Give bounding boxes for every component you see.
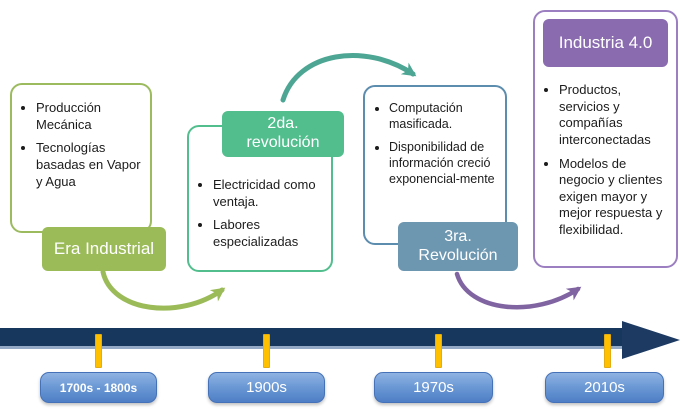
year-box-1900s: 1900s xyxy=(208,372,325,403)
stage-4-label: Industria 4.0 xyxy=(543,19,668,67)
stage-2-label: 2da. revolución xyxy=(222,111,344,157)
stage-1-bullet-box: Producción Mecánica Tecnologías basadas … xyxy=(10,83,152,233)
timeline-arrowhead-icon xyxy=(622,321,680,359)
bullet-item: Labores especializadas xyxy=(213,217,325,250)
bullet-item: Productos, servicios y compañías interco… xyxy=(559,82,670,149)
stage-2-bullet-list: Electricidad como ventaja. Labores espec… xyxy=(189,127,331,251)
bullet-item: Producción Mecánica xyxy=(36,100,144,133)
stage-3-label: 3ra. Revolución xyxy=(398,222,518,271)
timeline-tick-1 xyxy=(95,334,102,368)
stage-4-bullet-list: Productos, servicios y compañías interco… xyxy=(535,12,676,239)
bullet-item: Electricidad como ventaja. xyxy=(213,177,325,210)
curved-arrow-icon-stage1-to-stage2 xyxy=(100,269,226,311)
curved-arrow-icon-stage2-to-stage3 xyxy=(280,53,417,103)
stage-1-bullet-list: Producción Mecánica Tecnologías basadas … xyxy=(12,85,150,190)
stage-3-bullet-list: Computación masificada. Disponibilidad d… xyxy=(365,87,505,187)
stage-3-bullet-box: Computación masificada. Disponibilidad d… xyxy=(363,85,507,245)
year-box-2010s: 2010s xyxy=(545,372,664,403)
timeline-tick-2 xyxy=(263,334,270,368)
stage-2-bullet-box: Electricidad como ventaja. Labores espec… xyxy=(187,125,333,272)
year-box-1970s: 1970s xyxy=(374,372,493,403)
timeline-tick-3 xyxy=(435,334,442,368)
bullet-item: Tecnologías basadas en Vapor y Agua xyxy=(36,140,144,190)
bullet-item: Computación masificada. xyxy=(389,100,499,132)
timeline-tick-4 xyxy=(604,334,611,368)
bullet-item: Disponibilidad de información creció exp… xyxy=(389,139,499,187)
year-box-1700s-1800s: 1700s - 1800s xyxy=(40,372,157,403)
timeline-bar xyxy=(0,328,622,349)
stage-1-label: Era Industrial xyxy=(42,227,166,271)
curved-arrow-icon-stage3-to-stage4 xyxy=(454,271,582,310)
bullet-item: Modelos de negocio y clientes exigen may… xyxy=(559,156,670,239)
